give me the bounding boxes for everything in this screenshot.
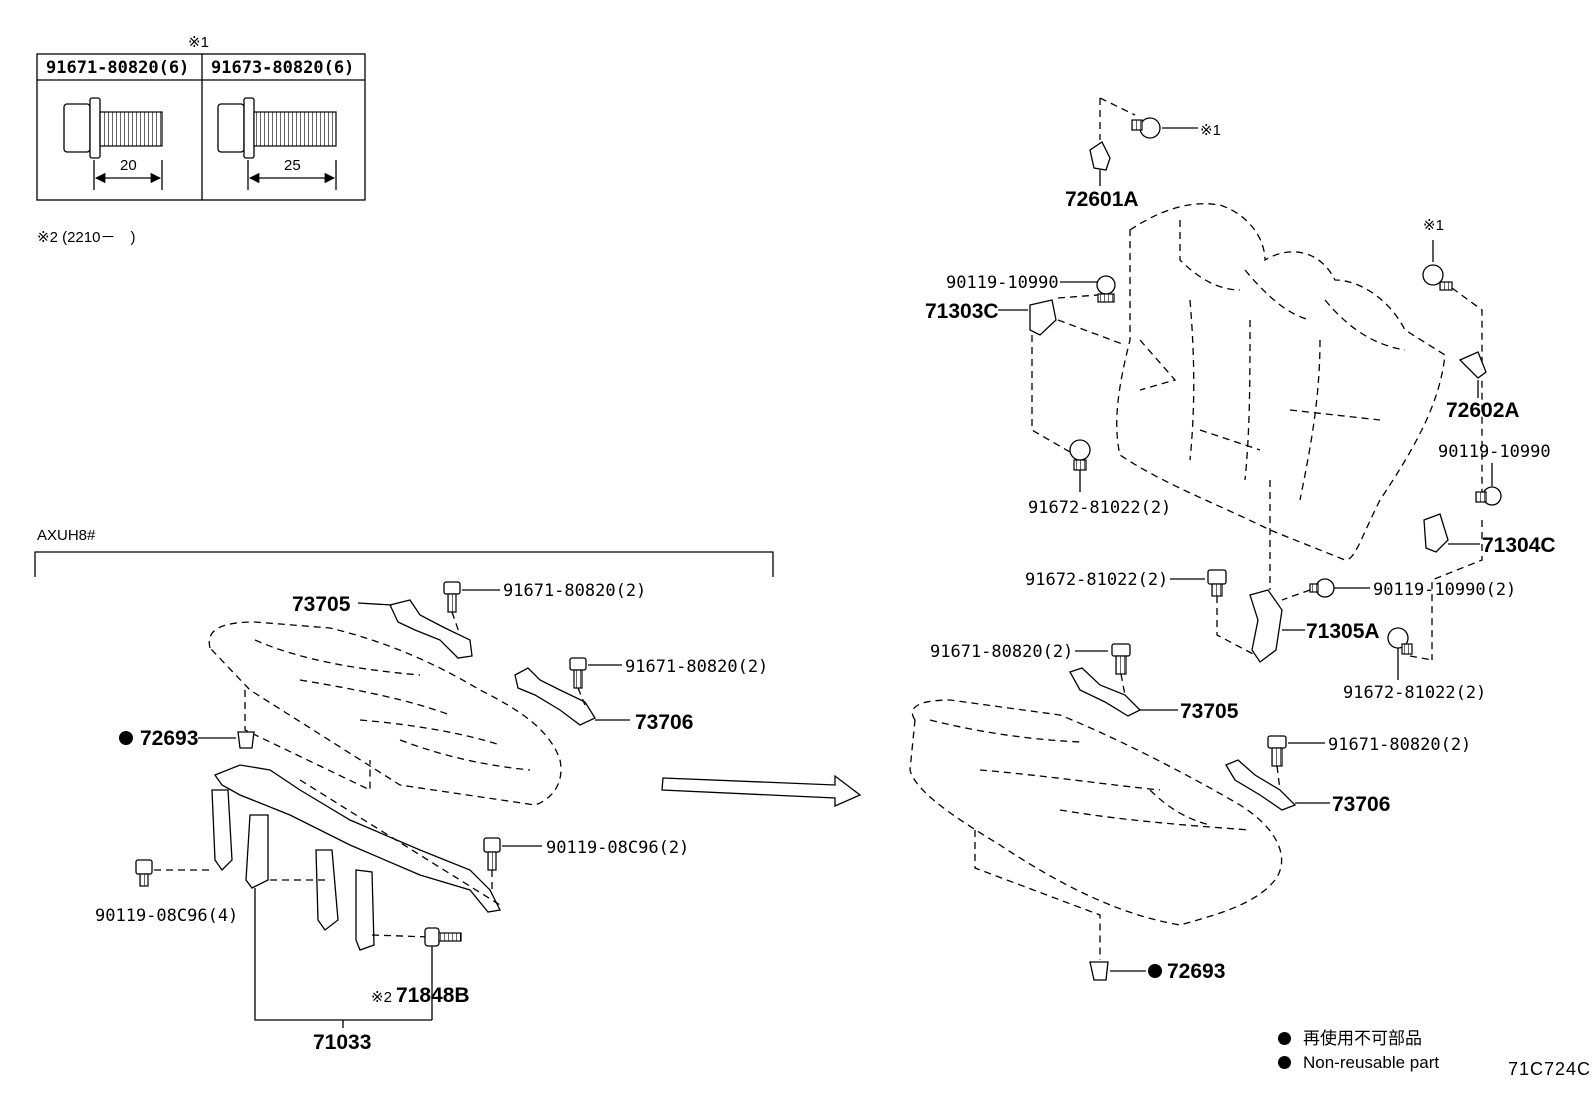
bolt-icon — [1111, 643, 1131, 696]
bracket-73705-right — [1069, 667, 1142, 717]
label-91671-left-2: 91671-80820(2) — [625, 657, 768, 677]
bolt-icon — [1207, 569, 1256, 656]
bolt-icon — [1096, 275, 1116, 303]
table-header-1: 91671-80820(6) — [46, 58, 189, 78]
clip-icon — [237, 731, 255, 749]
label-90119-left-2: 90119-08C96(4) — [95, 906, 238, 926]
pin-icon — [424, 927, 462, 1020]
label-73705-right: 73705 — [1180, 700, 1239, 723]
seat-cushion-right — [909, 699, 1283, 960]
non-reusable-dot — [119, 731, 133, 745]
seat-frame-71033 — [211, 764, 501, 951]
bolt-icon — [1475, 486, 1502, 506]
label-73706-right: 73706 — [1332, 793, 1390, 816]
bracket-71304c — [1423, 513, 1449, 553]
note-2: ※2 (2210－ ) — [37, 229, 135, 246]
label-91671-r2: 91671-80820(2) — [1328, 735, 1471, 755]
legend-text-jp: 再使用不可部品 — [1303, 1029, 1422, 1048]
bolt-icon — [443, 581, 500, 636]
label-90119-left-1: 90119-08C96(2) — [546, 838, 689, 858]
bolt-icon — [135, 859, 212, 887]
bolt-icon — [1069, 439, 1091, 492]
table-header-2: 91673-80820(6) — [211, 58, 354, 78]
label-71305a: 71305A — [1306, 620, 1380, 643]
label-72693-right: 72693 — [1167, 960, 1225, 983]
label-91672-r1: 91672-81022(2) — [1028, 498, 1171, 518]
length-label-2: 25 — [284, 157, 301, 174]
label-71303c: 71303C — [925, 300, 999, 323]
arrow-icon — [661, 774, 862, 807]
bullet-icon — [1278, 1056, 1291, 1069]
bullet-icon — [1278, 1032, 1291, 1045]
label-91671-left-1: 91671-80820(2) — [503, 581, 646, 601]
label-72602a: 72602A — [1446, 399, 1520, 422]
legend-row-en: Non-reusable part — [1278, 1051, 1439, 1075]
leader-dash — [1031, 294, 1126, 456]
bolt-table: ※1 91671-80820(6) 91673-80820(6) 20 25 — [36, 34, 366, 201]
bracket-71303c — [1029, 299, 1057, 336]
label-72601a: 72601A — [1065, 188, 1139, 211]
legend: 再使用不可部品 Non-reusable part — [1278, 1027, 1439, 1075]
label-72693-left: 72693 — [140, 727, 198, 750]
leader-dash — [1099, 97, 1136, 140]
bolt-icon — [63, 97, 163, 190]
label-71033: 71033 — [313, 1031, 371, 1054]
bracket-73705-left — [357, 599, 473, 659]
label-90119-r3: 90119-10990(2) — [1373, 580, 1516, 600]
diagram-code: 71C724C — [1508, 1059, 1592, 1079]
leader-71033 — [254, 888, 432, 1021]
bolt-icon — [569, 657, 622, 706]
bracket-73706-left — [514, 667, 630, 726]
non-reusable-dot — [1148, 964, 1162, 978]
bolt-icon — [1281, 578, 1370, 601]
table-note-mark: ※1 — [188, 34, 209, 51]
length-label-1: 20 — [120, 157, 137, 174]
label-91672-r3: 91672-81022(2) — [1343, 683, 1486, 703]
label-73705-left: 73705 — [292, 593, 351, 616]
bracket-73706-right — [1225, 759, 1297, 811]
section-title: AXUH8# — [37, 527, 96, 544]
legend-text-en: Non-reusable part — [1303, 1053, 1440, 1072]
bolt-icon — [1131, 117, 1198, 139]
label-71304c: 71304C — [1482, 534, 1556, 557]
mark-1-right: ※1 — [1423, 217, 1444, 234]
label-90119-r1: 90119-10990 — [946, 273, 1059, 293]
label-71848b-mark: ※2 — [371, 989, 392, 1006]
bolt-icon — [1422, 264, 1453, 291]
seat-cushion-left — [208, 621, 562, 806]
label-90119-r2: 90119-10990 — [1438, 442, 1551, 462]
section-bracket — [34, 551, 774, 577]
label-91671-r1: 91671-80820(2) — [930, 642, 1073, 662]
bolt-icon — [1267, 735, 1325, 791]
clip-icon — [1089, 961, 1109, 981]
legend-row-jp: 再使用不可部品 — [1278, 1027, 1439, 1051]
label-91672-r2: 91672-81022(2) — [1025, 570, 1168, 590]
label-73706-left: 73706 — [635, 711, 693, 734]
label-71848b: 71848B — [396, 984, 470, 1007]
hinge-72601a — [1089, 141, 1111, 171]
bolt-icon — [483, 837, 542, 895]
hinge-71305a — [1249, 589, 1283, 663]
bolt-icon — [217, 97, 337, 190]
hinge-72602a — [1458, 351, 1487, 379]
leader-dash — [1431, 287, 1483, 660]
seat-back-right — [1116, 203, 1446, 561]
bolt-icon — [1387, 627, 1433, 680]
mark-1-top: ※1 — [1200, 122, 1221, 139]
